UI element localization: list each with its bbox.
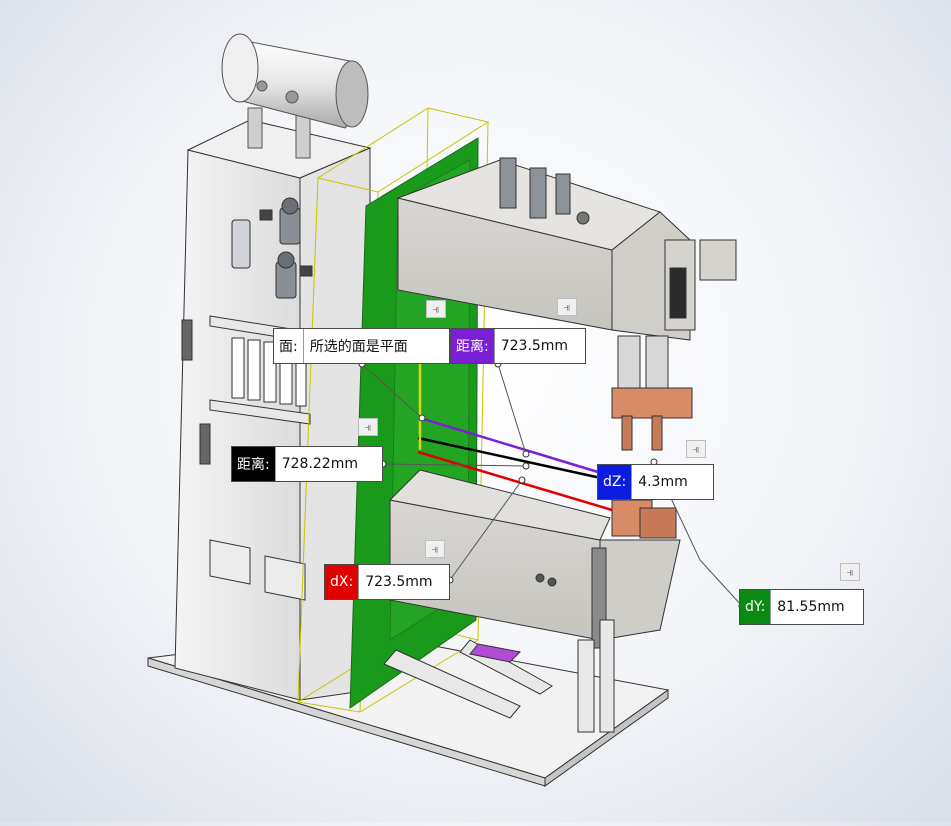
dx-value: 723.5mm bbox=[358, 565, 449, 599]
pin-icon[interactable]: ⫣ bbox=[358, 418, 378, 436]
dz-label: dZ: bbox=[598, 465, 632, 499]
pin-icon[interactable]: ⫣ bbox=[686, 440, 706, 458]
air-regulators bbox=[231, 197, 313, 299]
distance-value: 728.22mm bbox=[274, 447, 382, 481]
dx-label: dX: bbox=[325, 565, 359, 599]
dy-value: 81.55mm bbox=[770, 590, 863, 624]
distance-label: 距离: bbox=[232, 447, 275, 481]
distance-label: 距离: bbox=[451, 329, 494, 363]
pin-icon[interactable]: ⫣ bbox=[557, 298, 577, 316]
upper-arm bbox=[396, 159, 737, 341]
lower-stand bbox=[383, 619, 615, 733]
dz-value: 4.3mm bbox=[631, 465, 713, 499]
dy-label: dY: bbox=[740, 590, 771, 624]
measurement-lines bbox=[417, 362, 613, 512]
pin-icon[interactable]: ⫣ bbox=[426, 300, 446, 318]
face-value: 所选的面是平面 bbox=[302, 329, 449, 363]
pin-icon[interactable]: ⫣ bbox=[425, 540, 445, 558]
lower-arm bbox=[388, 469, 681, 649]
dx-callout[interactable]: dX: 723.5mm bbox=[324, 564, 450, 600]
dz-callout[interactable]: dZ: 4.3mm bbox=[597, 464, 714, 500]
pin-icon[interactable]: ⫣ bbox=[840, 563, 860, 581]
dy-callout[interactable]: dY: 81.55mm bbox=[739, 589, 864, 625]
air-tank bbox=[221, 33, 369, 159]
distance-value: 723.5mm bbox=[493, 329, 585, 363]
name-plates bbox=[209, 539, 306, 601]
distance-callout-top[interactable]: 距离: 723.5mm bbox=[450, 328, 586, 364]
distance-callout-left[interactable]: 距离: 728.22mm bbox=[231, 446, 383, 482]
face-callout[interactable]: 面: 所选的面是平面 bbox=[273, 328, 450, 364]
electrode-head bbox=[611, 335, 693, 539]
arm-valves bbox=[499, 157, 590, 225]
face-label: 面: bbox=[274, 329, 303, 363]
